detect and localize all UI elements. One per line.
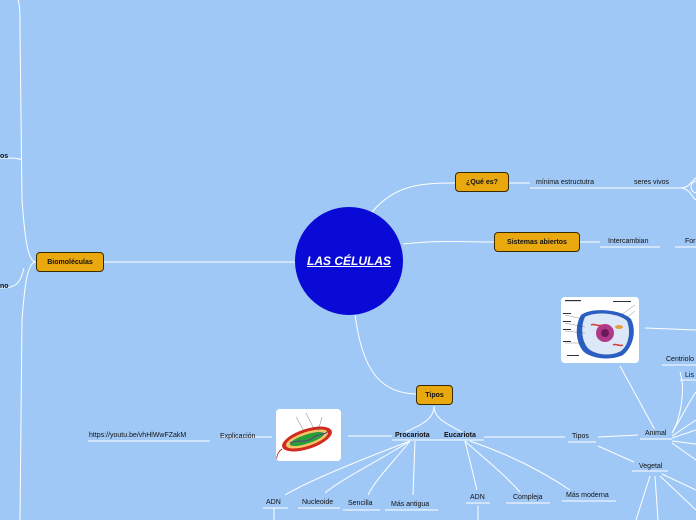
topic-que-es-label: ¿Qué es?: [466, 178, 498, 186]
label-tipos-eucariota[interactable]: Tipos: [572, 433, 589, 440]
label-minima-estructura[interactable]: mínima estructutra: [536, 179, 594, 186]
link-youtube[interactable]: https://youtu.be/vhHlWwFZakM: [89, 432, 187, 439]
topic-biomoleculas[interactable]: Biomoléculas: [36, 252, 104, 272]
central-topic-title: LAS CÉLULAS: [307, 254, 391, 268]
bacteria-icon: [276, 409, 341, 461]
label-vegetal[interactable]: Vegetal: [639, 463, 663, 470]
animal-cell-icon: [561, 297, 639, 363]
procariota-cell-image[interactable]: [276, 409, 341, 461]
central-topic[interactable]: LAS CÉLULAS: [295, 207, 403, 315]
topic-sistemas-label: Sistemas abiertos: [507, 238, 567, 246]
label-animal[interactable]: Animal: [645, 430, 667, 437]
topic-tipos[interactable]: Tipos: [416, 385, 453, 405]
label-mas-moderna[interactable]: Más moderna: [566, 492, 609, 499]
label-lis[interactable]: Lis: [685, 372, 694, 379]
label-explicacion[interactable]: Explicación: [220, 433, 256, 440]
topic-que-es[interactable]: ¿Qué es?: [455, 172, 509, 192]
label-procariota[interactable]: Procariota: [395, 432, 430, 439]
topic-tipos-label: Tipos: [425, 391, 444, 399]
topic-sistemas-abiertos[interactable]: Sistemas abiertos: [494, 232, 580, 252]
label-mas-antigua[interactable]: Más antigua: [391, 501, 430, 508]
label-nucleoide[interactable]: Nucleoide: [302, 499, 334, 506]
label-no[interactable]: no: [0, 283, 9, 290]
label-adn-eucariota[interactable]: ADN: [470, 494, 485, 501]
topic-biomoleculas-label: Biomoléculas: [47, 258, 93, 266]
label-sencilla[interactable]: Sencilla: [348, 500, 373, 507]
label-for[interactable]: For: [685, 238, 696, 245]
label-centriolo[interactable]: Centriolo: [666, 356, 695, 363]
label-eucariota[interactable]: Eucariota: [444, 432, 476, 439]
eucariota-cell-image[interactable]: [561, 297, 639, 363]
label-os[interactable]: os: [0, 153, 9, 160]
label-adn-procariota[interactable]: ADN: [266, 499, 281, 506]
label-compleja[interactable]: Compleja: [513, 494, 543, 501]
label-intercambian[interactable]: Intercambian: [608, 238, 649, 245]
label-seres-vivos[interactable]: seres vivos: [634, 179, 670, 186]
expand-toggle-icon[interactable]: [686, 180, 696, 194]
